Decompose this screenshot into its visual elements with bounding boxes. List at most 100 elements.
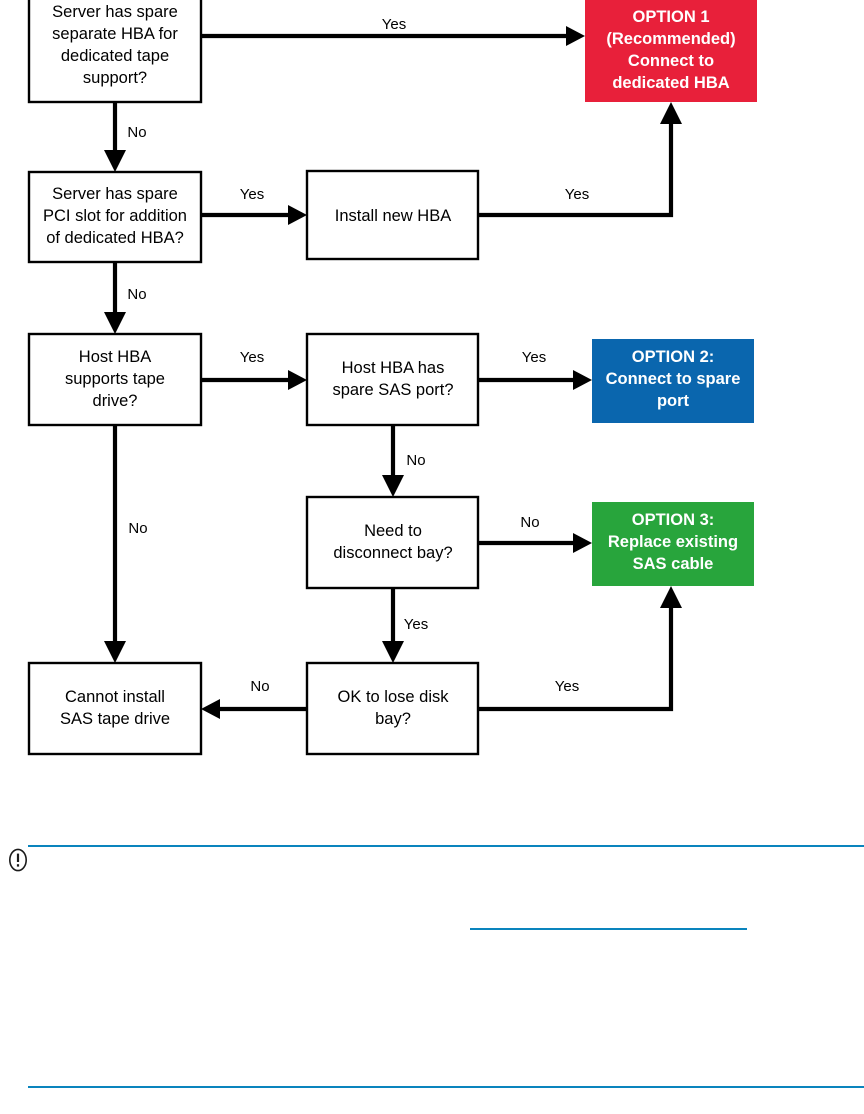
node-label-line: spare SAS port?: [332, 381, 453, 399]
edge-spare-sas-port-no: [382, 425, 404, 497]
arrowhead-icon: [104, 641, 126, 663]
arrowhead-icon: [573, 370, 592, 390]
node-label-line: OPTION 3:: [632, 511, 715, 529]
node-option-3[interactable]: OPTION 3: Replace existing SAS cable: [592, 502, 754, 586]
node-label-line: Need to: [364, 522, 422, 540]
edge-path: [478, 119, 674, 218]
edge-label-spare-hba-no: No: [127, 124, 146, 141]
node-label-line: Host HBA: [79, 348, 151, 366]
node-box: [305, 661, 480, 756]
node-label-line: Server has spare: [52, 185, 178, 203]
node-label-line: Replace existing: [608, 533, 738, 551]
flowchart-svg: Server has spare separate HBA for dedica…: [27, 0, 757, 756]
node-box: [305, 495, 480, 590]
edge-label-group: Yes No Yes Yes No Yes Yes No No Yes No N…: [127, 16, 589, 695]
node-label-line: Server has spare: [52, 3, 178, 21]
arrowhead-icon: [566, 26, 585, 46]
node-label-line: supports tape: [65, 370, 165, 388]
arrowhead-icon: [201, 699, 220, 719]
node-box: [27, 661, 203, 756]
node-label-line: (Recommended): [606, 30, 735, 48]
node-ok-lose-bay[interactable]: OK to lose disk bay?: [305, 661, 480, 756]
edge-label-spare-pci-yes: Yes: [240, 186, 264, 203]
node-label-line: OK to lose disk: [338, 688, 450, 706]
link-underline[interactable]: [470, 928, 747, 930]
edge-label-need-disconnect-yes: Yes: [404, 616, 428, 633]
edge-install-hba-yes: [478, 102, 682, 218]
edge-spare-pci-no: [104, 262, 126, 334]
edge-label-spare-hba-yes: Yes: [382, 16, 406, 33]
node-label-line: drive?: [93, 392, 138, 410]
node-label-line: SAS cable: [633, 555, 714, 573]
node-box: [305, 332, 480, 427]
edge-label-hba-supports-tape-no: No: [128, 520, 147, 537]
node-label-line: bay?: [375, 710, 411, 728]
edge-need-disconnect-no: [478, 533, 592, 553]
edge-label-need-disconnect-no: No: [520, 514, 539, 531]
edge-label-spare-pci-no: No: [127, 286, 146, 303]
node-label-line: support?: [83, 69, 147, 87]
node-hba-supports-tape[interactable]: Host HBA supports tape drive?: [27, 332, 203, 427]
node-spare-hba[interactable]: Server has spare separate HBA for dedica…: [27, 0, 203, 104]
edge-spare-hba-yes: [201, 26, 585, 46]
node-box: [585, 0, 757, 102]
node-box: [27, 332, 203, 427]
node-label-line: of dedicated HBA?: [46, 229, 184, 247]
node-box: [592, 339, 754, 423]
arrowhead-icon: [660, 102, 682, 124]
edge-label-ok-lose-bay-yes: Yes: [555, 678, 579, 695]
arrowhead-icon: [660, 586, 682, 608]
node-label-line: Cannot install: [65, 688, 165, 706]
edge-ok-lose-bay-yes: [478, 586, 682, 712]
node-option-2[interactable]: OPTION 2: Connect to spare port: [592, 339, 754, 423]
edge-group: [104, 26, 682, 719]
node-label-line: OPTION 1: [632, 8, 709, 26]
node-need-disconnect[interactable]: Need to disconnect bay?: [305, 495, 480, 590]
edge-need-disconnect-yes: [382, 588, 404, 663]
node-box: [305, 169, 480, 261]
edge-hba-supports-tape-yes: [201, 370, 307, 390]
node-box: [27, 0, 203, 104]
note-top-divider: [28, 845, 864, 847]
node-label-line: Connect to spare: [606, 370, 741, 388]
node-label-line: Connect to: [628, 52, 714, 70]
arrowhead-icon: [382, 641, 404, 663]
edge-path: [478, 603, 674, 712]
node-box: [592, 502, 754, 586]
edge-label-install-hba-yes: Yes: [565, 186, 589, 203]
node-label-line: dedicated tape: [61, 47, 169, 65]
edge-hba-supports-tape-no: [104, 425, 126, 663]
edge-ok-lose-bay-no: [201, 699, 307, 719]
arrowhead-icon: [104, 150, 126, 172]
node-spare-pci[interactable]: Server has spare PCI slot for addition o…: [27, 170, 203, 264]
edge-spare-sas-port-yes: [478, 370, 592, 390]
arrowhead-icon: [382, 475, 404, 497]
exclamation-circle-icon: [9, 848, 27, 872]
node-label-line: disconnect bay?: [333, 544, 452, 562]
node-label-line: port: [657, 392, 690, 410]
arrowhead-icon: [573, 533, 592, 553]
node-label-line: Host HBA has: [342, 359, 445, 377]
edge-spare-hba-no: [104, 102, 126, 172]
arrowhead-icon: [288, 205, 307, 225]
node-option-1[interactable]: OPTION 1 (Recommended) Connect to dedica…: [585, 0, 757, 102]
node-spare-sas-port[interactable]: Host HBA has spare SAS port?: [305, 332, 480, 427]
node-label-line: PCI slot for addition: [43, 207, 187, 225]
node-cannot-install[interactable]: Cannot install SAS tape drive: [27, 661, 203, 756]
arrowhead-icon: [104, 312, 126, 334]
note-footer: [0, 800, 864, 1114]
flowchart-container: Server has spare separate HBA for dedica…: [27, 0, 757, 756]
edge-label-spare-sas-port-no: No: [406, 452, 425, 469]
node-box: [27, 170, 203, 264]
node-install-hba[interactable]: Install new HBA: [305, 169, 480, 261]
arrowhead-icon: [288, 370, 307, 390]
node-label-line: SAS tape drive: [60, 710, 170, 728]
edge-label-spare-sas-port-yes: Yes: [522, 349, 546, 366]
node-label-line: Install new HBA: [335, 207, 451, 225]
edge-label-ok-lose-bay-no: No: [250, 678, 269, 695]
edge-label-hba-supports-tape-yes: Yes: [240, 349, 264, 366]
page-bottom-divider: [28, 1086, 864, 1088]
node-label-line: dedicated HBA: [612, 74, 729, 92]
node-label-line: OPTION 2:: [632, 348, 715, 366]
node-label-line: separate HBA for: [52, 25, 178, 43]
